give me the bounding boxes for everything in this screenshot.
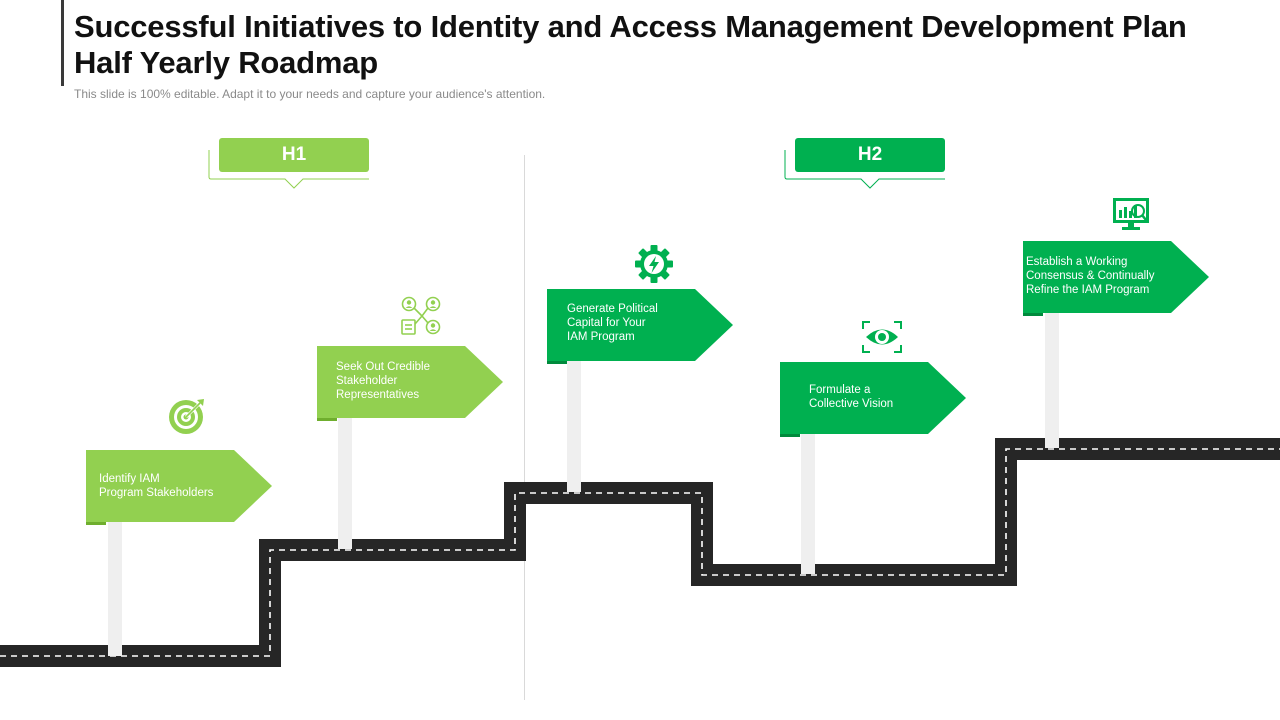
half-divider	[524, 155, 525, 700]
eye-scan-icon	[862, 321, 902, 353]
step-5-text: Establish a Working Consensus & Continua…	[1026, 256, 1155, 296]
half-label-h2: H2	[857, 144, 883, 165]
step-4-text: Formulate a Collective Vision	[809, 384, 894, 410]
signpost-pole-1	[108, 521, 122, 656]
stakeholder-network-icon	[401, 296, 441, 335]
roadmap-step-4: Formulate a Collective Vision	[780, 362, 966, 438]
roadmap-step-1: Identify IAM Program Stakeholders	[86, 450, 272, 526]
signpost-pole-2	[338, 418, 352, 549]
target-icon	[169, 399, 204, 434]
half-label-h1: H1	[281, 144, 307, 165]
gear-lightning-icon	[635, 245, 673, 283]
title-accent-bar	[61, 0, 64, 86]
step-3-text: Generate Political Capital for Your IAM …	[567, 303, 658, 343]
signpost-pole-4	[801, 434, 815, 574]
half-badge-h1	[219, 138, 369, 172]
roadmap-step-2: Seek Out Credible Stakeholder Representa…	[317, 346, 503, 422]
step-2-text: Seek Out Credible Stakeholder Representa…	[336, 361, 430, 401]
roadmap-step-3: Generate Political Capital for Your IAM …	[547, 289, 733, 365]
step-1-text: Identify IAM Program Stakeholders	[99, 473, 214, 499]
signpost-pole-3	[567, 360, 581, 492]
page-subtitle: This slide is 100% editable. Adapt it to…	[74, 87, 546, 101]
analytics-monitor-icon	[1113, 198, 1149, 230]
half-badge-h2	[795, 138, 945, 172]
half-callout-h1: H1	[208, 138, 369, 190]
half-callout-h2: H2	[784, 138, 945, 190]
signpost-pole-5	[1045, 313, 1059, 448]
roadmap-step-5: Establish a Working Consensus & Continua…	[1023, 241, 1209, 317]
page-title: Successful Initiatives to Identity and A…	[74, 9, 1187, 80]
